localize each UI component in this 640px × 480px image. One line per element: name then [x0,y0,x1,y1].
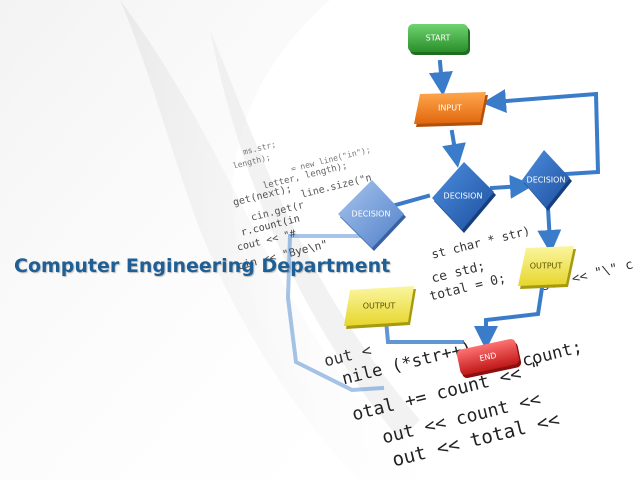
input-label: INPUT [438,104,462,113]
output-node-2: OUTPUT [344,286,416,329]
decision-label-1: DECISION [444,192,483,201]
output-label-1: OUTPUT [530,262,563,271]
output-node-1: OUTPUT [518,246,576,289]
decision-label-2: DECISION [527,176,566,185]
connector-start-input [428,59,453,96]
connector-output-left [383,317,464,344]
department-title: Computer Engineering Department [14,255,391,277]
flow-connectors [285,59,601,393]
decision-node-2: DECISION [522,150,572,211]
connector-loop-back [482,89,601,177]
connector-decision-decision [489,174,534,199]
start-node: START [408,24,470,55]
decision-label-3: DECISION [352,210,391,219]
connector-decision-left [389,193,431,209]
connector-output-end [474,285,545,350]
connector-input-decision [442,129,466,168]
connector-left-loop [285,234,385,393]
decision-node-1: DECISION [432,162,496,233]
input-node: INPUT [414,92,488,127]
start-label: START [426,34,451,43]
decision-node-3: DECISION [338,180,406,251]
end-label: END [479,351,498,363]
output-label-2: OUTPUT [363,302,396,311]
connector-decision-output [537,205,562,254]
end-node: END [456,338,522,379]
